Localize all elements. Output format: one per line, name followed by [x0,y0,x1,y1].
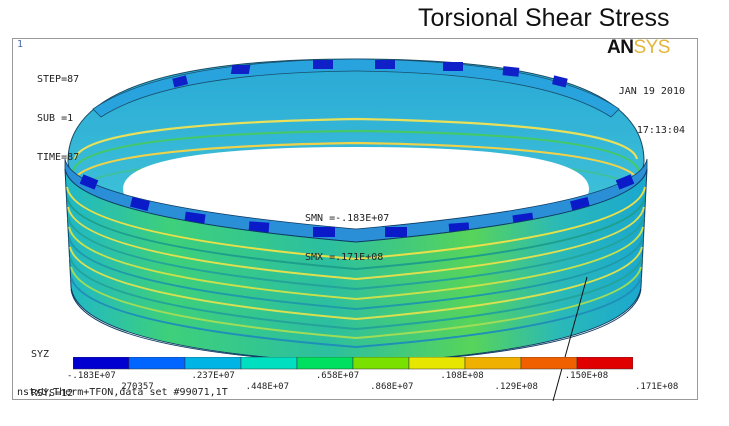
time-label: TIME=87 [37,152,80,163]
timestamp: JAN 19 2010 17:13:04 [585,59,685,163]
legend-label-top-2: .237E+07 [191,371,235,381]
legend-swatch-8 [464,356,522,370]
leader-line [552,276,588,401]
ring-inner-opening [123,147,589,234]
legend-label-bottom-5: .171E+08 [635,382,679,392]
legend-label-top-5: .150E+08 [564,371,609,381]
ansys-graphics-window[interactable]: 1 [12,37,699,401]
smx-label: SMX =.171E+08 [305,252,384,263]
contour-color-bar [72,356,634,370]
component-label: SYZ [31,349,50,360]
legend-label-top-4: .108E+08 [440,371,484,381]
sub-label: SUB =1 [37,113,74,124]
legend-swatch-5 [296,356,354,370]
date-label: JAN 19 2010 [618,86,685,97]
legend-swatch-6 [352,356,410,370]
step-label: STEP=87 [37,74,80,85]
legend-swatch-4 [240,356,298,370]
ring-top-rim [92,58,620,118]
clock-label: 17:13:04 [636,125,685,136]
ring-model-view[interactable] [13,39,699,401]
ring-front-shell [64,168,648,365]
legend-label-top-1: -.183E+07 [67,371,116,381]
rsys-label: RSYS=12 [31,388,74,399]
legend-label-bottom-2: .448E+07 [245,382,290,392]
stress-extremes: SMN =-.183E+07 SMX =.171E+08 [305,186,389,290]
logo-an: AN [607,37,634,58]
data-set-caption: nstxU,Therm+TFON,data set #99071,1T [17,387,228,398]
legend-swatch-3 [184,356,242,370]
smn-label: SMN =-.183E+07 [305,213,390,224]
legend-swatch-9 [520,356,578,370]
step-info: STEP=87 SUB =1 TIME=87 [37,47,79,190]
legend-swatch-7 [408,356,466,370]
legend-label-bottom-3: .868E+07 [370,382,414,392]
window-number: 1 [17,39,24,50]
figure-title: Torsional Shear Stress [418,4,670,32]
contour-legend [72,356,634,376]
legend-swatch-10 [576,356,634,370]
component-info: SYZ RSYS=12 [31,322,73,426]
ansys-logo: ANSYS [607,37,670,59]
legend-label-bottom-4: .129E+08 [494,382,538,392]
legend-swatch-1 [72,356,130,370]
legend-label-top-3: .658E+07 [315,371,360,381]
logo-sys: SYS [633,37,670,58]
legend-label-bottom-1: 270357 [121,382,154,392]
legend-swatch-2 [128,356,186,370]
